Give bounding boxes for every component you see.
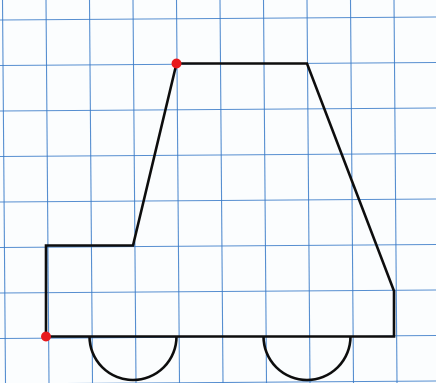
grid-line-horizontal [0, 107, 436, 112]
grid-line-vertical [1, 0, 7, 383]
highlighted-point-roof-left-corner [171, 58, 182, 69]
grid-line-horizontal [0, 289, 436, 294]
grid-line-vertical [45, 0, 50, 383]
rear-wheel [262, 336, 352, 382]
car-shape [44, 62, 396, 382]
car-body-outline [44, 62, 396, 338]
grid-line-horizontal [0, 152, 436, 158]
highlighted-point-bottom-left-corner [41, 331, 51, 342]
grid-line-vertical [349, 0, 355, 383]
front-wheel [88, 336, 178, 382]
highlighted-points [41, 58, 182, 342]
grid-line-vertical [393, 0, 398, 383]
grid-line-horizontal [0, 16, 436, 21]
grid-line-horizontal [0, 243, 436, 249]
grid-line-vertical [132, 0, 137, 383]
grid-line-vertical [88, 0, 94, 383]
grid-line-horizontal [0, 198, 436, 203]
